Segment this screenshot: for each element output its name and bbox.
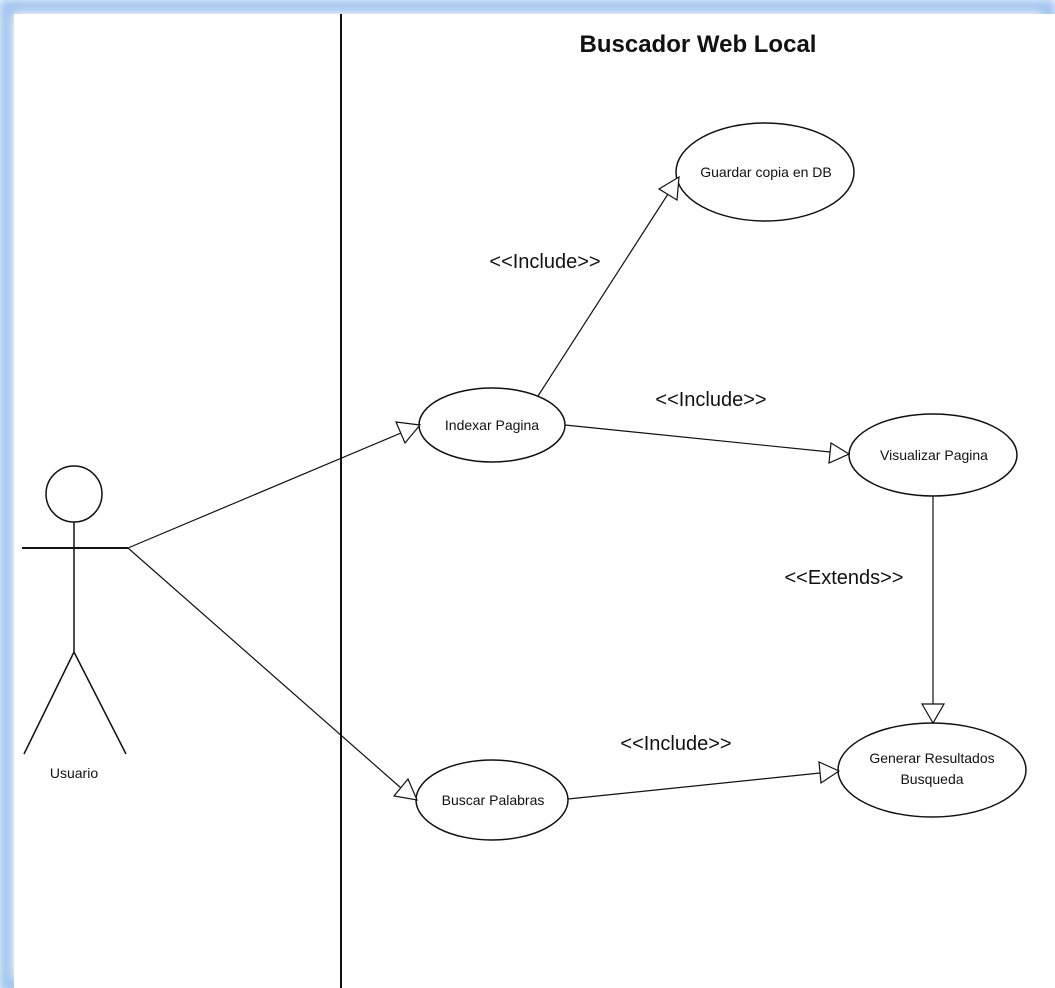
use-case-buscar[interactable]: Buscar Palabras [415,759,569,841]
use-case-visualizar[interactable]: Visualizar Pagina [848,413,1018,497]
association-actor-buscar [127,547,418,801]
use-case-generar-label-2: Busqueda [900,771,963,787]
use-case-indexar-label: Indexar Pagina [445,417,539,433]
use-case-generar[interactable]: Generar Resultados Busqueda [837,722,1027,818]
use-case-visualizar-label: Visualizar Pagina [880,447,988,463]
actor-left-leg [23,651,75,755]
include-visualizar-label: <<Include>> [655,389,766,411]
use-case-buscar-label: Buscar Palabras [442,792,545,808]
system-title: Buscador Web Local [580,31,817,58]
include-guardar-label: <<Include>> [489,251,600,273]
include-buscar-generar [567,761,841,800]
include-generar-label: <<Include>> [620,733,731,755]
use-case-generar-label-1: Generar Resultados [869,750,994,766]
association-actor-indexar [127,421,422,549]
actor-label: Usuario [50,765,98,781]
extends-generar-label: <<Extends>> [785,567,904,589]
actor-usuario [22,465,128,755]
use-case-guardar[interactable]: Guardar copia en DB [675,122,855,222]
actor-right-leg [73,651,127,755]
use-case-indexar[interactable]: Indexar Pagina [418,387,566,463]
include-indexar-visualizar [564,424,851,464]
include-indexar-guardar [537,175,680,397]
use-case-guardar-label: Guardar copia en DB [700,164,832,180]
extends-visualizar-generar [920,496,946,725]
